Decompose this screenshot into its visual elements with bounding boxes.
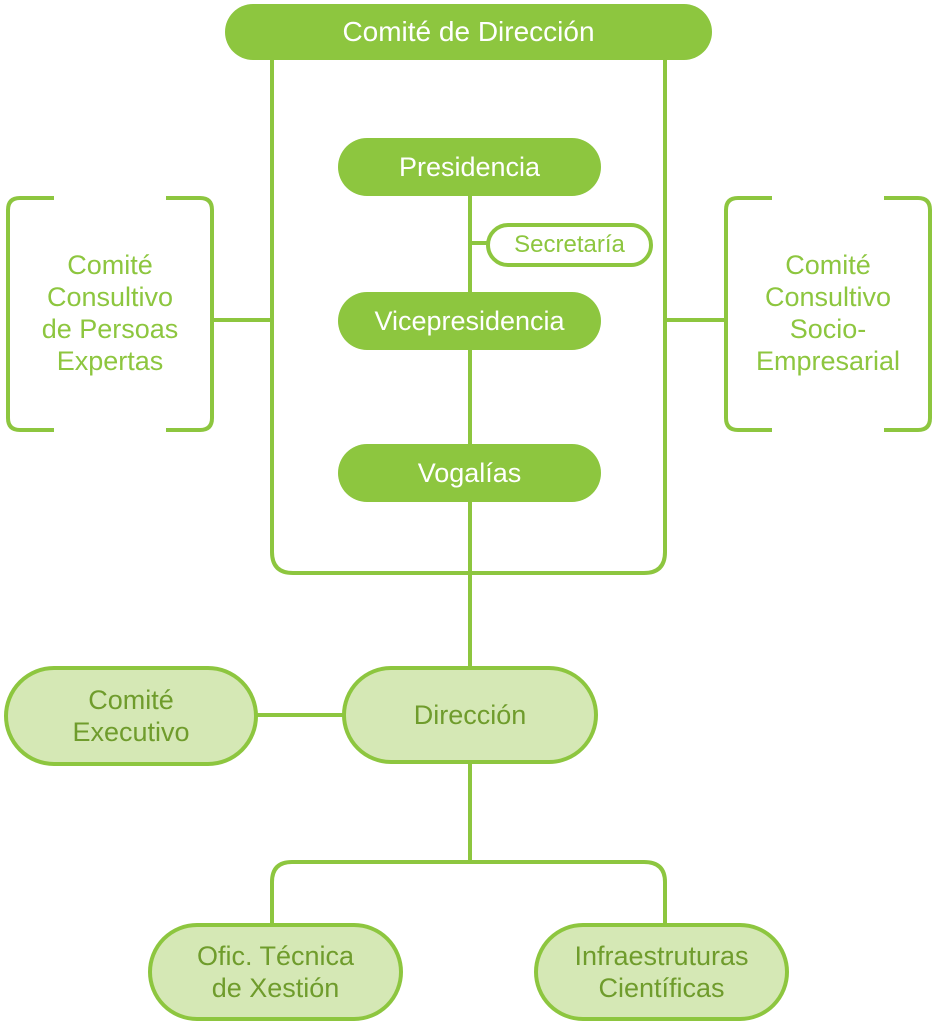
branch-connector xyxy=(270,860,667,925)
direccion-box: Dirección xyxy=(342,666,598,764)
vicepresidencia-box: Vicepresidencia xyxy=(338,292,601,350)
vicepresidencia-label: Vicepresidencia xyxy=(374,305,565,336)
comite-executivo-label: Comité Executivo xyxy=(72,685,190,747)
infraestruturas-label: Infraestruturas Científicas xyxy=(574,941,749,1003)
comite-direccion-label: Comité de Dirección xyxy=(342,16,595,47)
secretaria-box: Secretaría xyxy=(486,223,653,267)
right-bracket-close xyxy=(884,196,932,432)
secretaria-label: Secretaría xyxy=(514,231,625,258)
direccion-label: Dirección xyxy=(413,700,527,730)
comite-executivo-box: Comité Executivo xyxy=(4,666,258,766)
comite-consultivo-socio-label: Comité Consultivo Socio- Empresarial xyxy=(755,250,901,376)
left-bracket-close xyxy=(166,196,214,432)
vogalias-box: Vogalías xyxy=(338,444,601,502)
presidencia-box: Presidencia xyxy=(338,138,601,196)
comite-consultivo-expertas-label: Comité Consultivo de Persoas Expertas xyxy=(41,250,179,376)
right-bracket-open xyxy=(724,196,772,432)
left-bracket-open xyxy=(6,196,54,432)
comite-direccion-box: Comité de Dirección xyxy=(225,4,712,60)
presidencia-label: Presidencia xyxy=(398,151,541,182)
vogalias-label: Vogalías xyxy=(417,457,522,488)
oficina-tecnica-box: Ofic. Técnica de Xestión xyxy=(148,923,403,1021)
oficina-tecnica-label: Ofic. Técnica de Xestión xyxy=(196,941,355,1003)
infraestruturas-box: Infraestruturas Científicas xyxy=(534,923,789,1021)
